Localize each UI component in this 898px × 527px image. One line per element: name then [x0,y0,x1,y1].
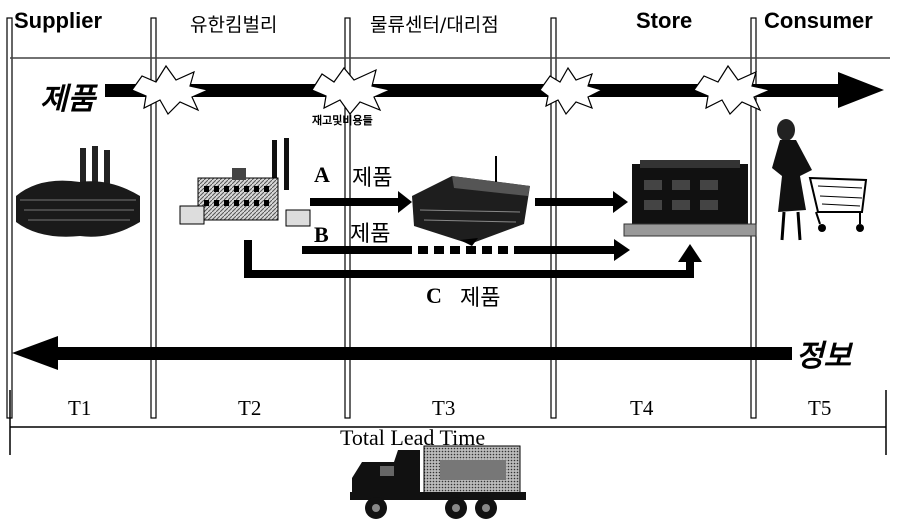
period-label-t2: T2 [238,396,262,420]
route-c-label: 제품 [460,286,501,311]
supplier-factory-icon [16,146,140,237]
period-label-t3: T3 [432,396,456,420]
stage-header-distribution: 물류센터/대리점 [370,14,499,36]
stage-header-store: Store [636,8,693,33]
lead-time-bracket [9,390,887,455]
route-b-label: 제품 [350,222,391,247]
route-c-arrow [244,240,702,278]
stage-dividers [6,17,757,419]
distribution-warehouse-icon [412,156,530,246]
product-flow-arrow [105,72,884,108]
inventory-burst-icons [131,64,772,116]
route-a-arrows [310,191,628,213]
period-label-t5: T5 [808,396,832,420]
route-a-label: 제품 [352,166,393,191]
store-building-icon [623,160,757,237]
product-flow-label: 제품 [40,82,96,117]
information-flow-label: 정보 [796,339,852,374]
route-b-letter: B [314,222,329,247]
information-flow-arrow [12,336,792,370]
truck-icon [350,445,526,519]
consumer-shopper-icon [772,119,868,241]
stage-header-consumer: Consumer [764,8,873,33]
period-label-t4: T4 [630,396,654,420]
total-lead-time-label: Total Lead Time [340,425,486,450]
route-c-letter: C [426,283,442,308]
inventory-cost-note: 재고및비용들 [312,114,373,127]
period-label-t1: T1 [68,396,92,420]
stage-header-manufacturer: 유한킴벌리 [190,14,278,36]
route-b-arrow [302,239,630,261]
route-a-letter: A [314,162,330,187]
stage-header-supplier: Supplier [14,8,103,33]
manufacturer-factory-icon [179,138,311,227]
